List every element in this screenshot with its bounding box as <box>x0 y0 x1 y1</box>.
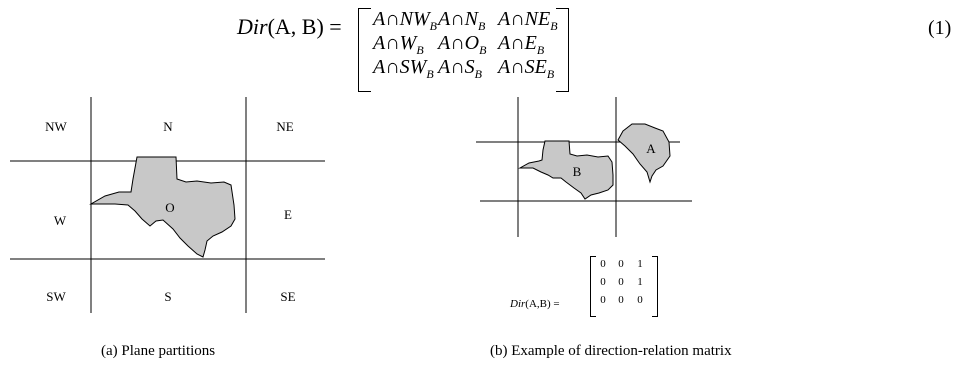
cell-operator: ∩ <box>450 32 465 54</box>
cell-operator: ∩ <box>450 8 465 30</box>
partition-label-e: E <box>284 207 292 222</box>
matrix-cell: A∩EB <box>498 32 544 58</box>
cell-region: S <box>464 56 475 78</box>
partition-label-ne: NE <box>276 119 294 134</box>
example-matrix-value: 0 <box>600 294 606 306</box>
example-matrix-value: 1 <box>637 276 643 288</box>
cell-region: SW <box>399 56 427 78</box>
matrix-right-bracket <box>556 8 569 92</box>
cell-subscript: B <box>550 19 558 33</box>
cell-subscript: B <box>546 67 555 81</box>
equation-equals: = <box>329 14 342 39</box>
matrix-cell: A∩OB <box>438 32 486 58</box>
equation-function: Dir <box>237 14 268 39</box>
example-matrix-left-bracket <box>590 256 596 317</box>
equation-lhs: Dir(A, B) = <box>237 14 342 40</box>
cell-subscript: B <box>474 67 483 81</box>
cell-region: O <box>464 32 480 54</box>
object-label-a: A <box>646 141 656 156</box>
cell-set: A <box>373 8 386 30</box>
cell-subscript: B <box>536 43 545 57</box>
cell-region: E <box>524 32 537 54</box>
cell-subscript: B <box>416 43 424 57</box>
example-matrix-value: 0 <box>618 294 624 306</box>
cell-subscript: B <box>429 19 438 33</box>
example-matrix-equals: = <box>553 298 560 310</box>
cell-region: NE <box>524 8 551 30</box>
matrix-cell: A∩SB <box>438 56 482 82</box>
cell-region: NW <box>399 8 430 30</box>
partition-label-s: S <box>164 289 172 304</box>
cell-set: A <box>498 8 511 30</box>
matrix-cell: A∩NEB <box>498 8 558 34</box>
texas-shape-b <box>518 140 614 200</box>
cell-operator: ∩ <box>385 8 400 30</box>
example-matrix-value: 0 <box>618 258 624 270</box>
example-matrix-value: 0 <box>600 276 606 288</box>
cell-operator: ∩ <box>385 56 400 78</box>
cell-operator: ∩ <box>510 32 525 54</box>
caption-b: (b) Example of direction-relation matrix <box>490 343 732 359</box>
partition-label-o: O <box>165 200 175 215</box>
object-label-b: B <box>572 164 582 179</box>
matrix-cell: A∩SWB <box>373 56 434 82</box>
matrix-cell: A∩NB <box>438 8 485 34</box>
cell-set: A <box>373 56 386 78</box>
cell-region: SE <box>524 56 547 78</box>
partition-label-sw: SW <box>46 289 66 304</box>
texas-shape-reference <box>89 156 236 258</box>
cell-region: W <box>399 32 417 54</box>
matrix-cell: A∩NWB <box>373 8 437 34</box>
cell-set: A <box>438 8 451 30</box>
south-carolina-shape-a <box>617 123 671 184</box>
example-matrix-value: 0 <box>637 294 643 306</box>
matrix-cell: A∩SEB <box>498 56 554 82</box>
equation-number: (1) <box>928 17 952 39</box>
cell-operator: ∩ <box>385 32 400 54</box>
cell-subscript: B <box>426 67 434 81</box>
example-matrix-arguments: (A,B) <box>525 298 551 310</box>
partition-label-n: N <box>163 119 173 134</box>
partition-label-nw: NW <box>45 119 67 134</box>
caption-a: (a) Plane partitions <box>101 343 216 359</box>
example-matrix-value: 0 <box>618 276 624 288</box>
example-matrix-value: 0 <box>600 258 606 270</box>
example-matrix-function: Dir <box>510 298 526 310</box>
partition-label-w: W <box>53 213 67 228</box>
cell-set: A <box>373 32 386 54</box>
cell-region: N <box>464 8 479 30</box>
cell-set: A <box>438 56 451 78</box>
cell-subscript: B <box>478 19 486 33</box>
example-matrix-value: 1 <box>637 258 643 270</box>
example-matrix-right-bracket <box>652 256 658 317</box>
cell-operator: ∩ <box>510 8 525 30</box>
partition-label-se: SE <box>280 289 296 304</box>
cell-operator: ∩ <box>450 56 465 78</box>
example-matrix-lhs: Dir(A,B) = <box>510 298 560 310</box>
matrix-cell: A∩WB <box>373 32 424 58</box>
cell-set: A <box>438 32 451 54</box>
cell-operator: ∩ <box>510 56 525 78</box>
equation-arguments: (A, B) <box>267 14 324 39</box>
cell-subscript: B <box>479 43 487 57</box>
cell-set: A <box>498 56 511 78</box>
matrix-left-bracket <box>358 8 371 92</box>
cell-set: A <box>498 32 511 54</box>
